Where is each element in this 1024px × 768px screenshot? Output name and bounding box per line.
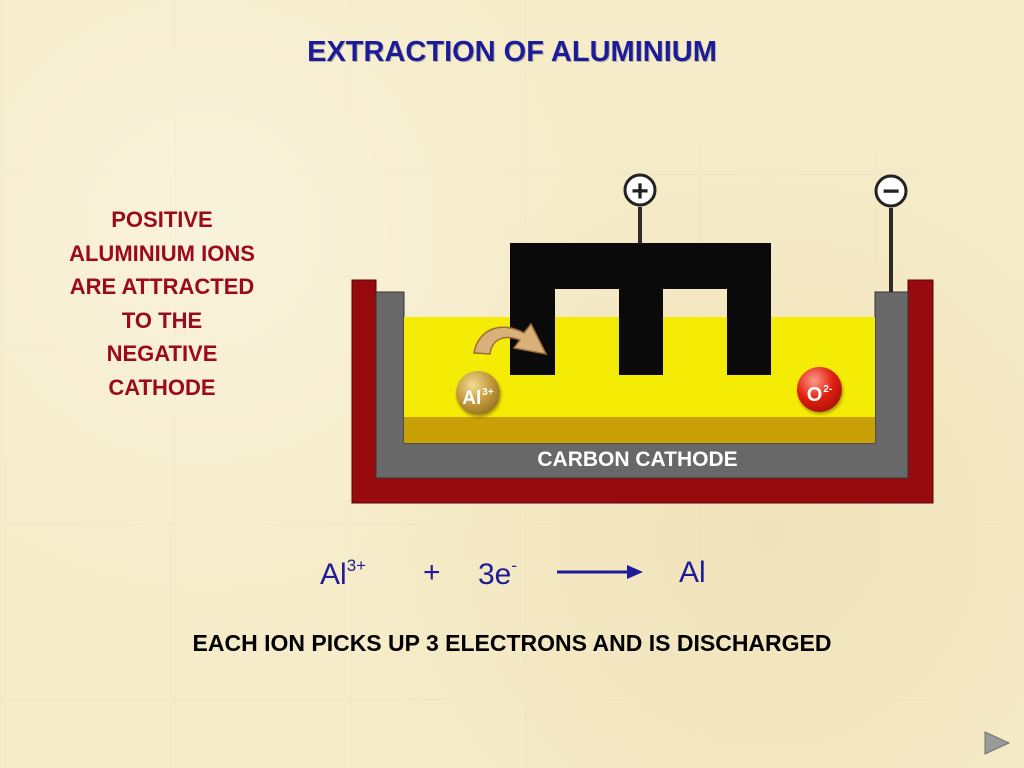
equation-product: Al xyxy=(679,556,706,589)
molten-aluminium-layer xyxy=(404,417,875,443)
aluminium-ion-charge: 3+ xyxy=(482,387,494,398)
caption-text: EACH ION PICKS UP 3 ELECTRONS AND IS DIS… xyxy=(192,630,832,656)
equation-electrons-text: 3e xyxy=(478,558,512,591)
equation-plus: + xyxy=(423,556,441,589)
equation-electrons: 3e- xyxy=(478,556,517,592)
cathode-label: CARBON CATHODE xyxy=(537,448,738,471)
equation-reactant-charge: 3+ xyxy=(346,556,367,575)
positive-terminal-symbol: + xyxy=(631,175,649,208)
negative-terminal-icon xyxy=(874,174,908,208)
aluminium-ion-symbol: Al xyxy=(462,388,482,409)
oxide-ion: O2- xyxy=(797,367,842,412)
play-right-icon xyxy=(984,731,1011,755)
oxide-ion-charge: 2- xyxy=(823,384,833,395)
oxide-ion-symbol: O xyxy=(806,384,823,406)
slide-title: EXTRACTION OF ALUMINIUM xyxy=(307,36,717,68)
explanation-text: POSITIVE ALUMINIUM IONS ARE ATTRACTED TO… xyxy=(69,207,255,400)
aluminium-ion: Al3+ xyxy=(456,371,500,415)
equation-reactant-symbol: Al xyxy=(320,558,347,591)
positive-terminal-icon xyxy=(623,173,657,207)
next-slide-button[interactable] xyxy=(982,728,1012,758)
equation-reactant: Al3+ xyxy=(320,556,366,592)
equation-electron-charge: - xyxy=(511,556,518,575)
negative-terminal-symbol: − xyxy=(882,175,900,208)
reaction-arrow-icon xyxy=(557,565,643,579)
carbon-anode xyxy=(510,243,771,375)
ion-movement-arrow-icon xyxy=(473,322,548,356)
